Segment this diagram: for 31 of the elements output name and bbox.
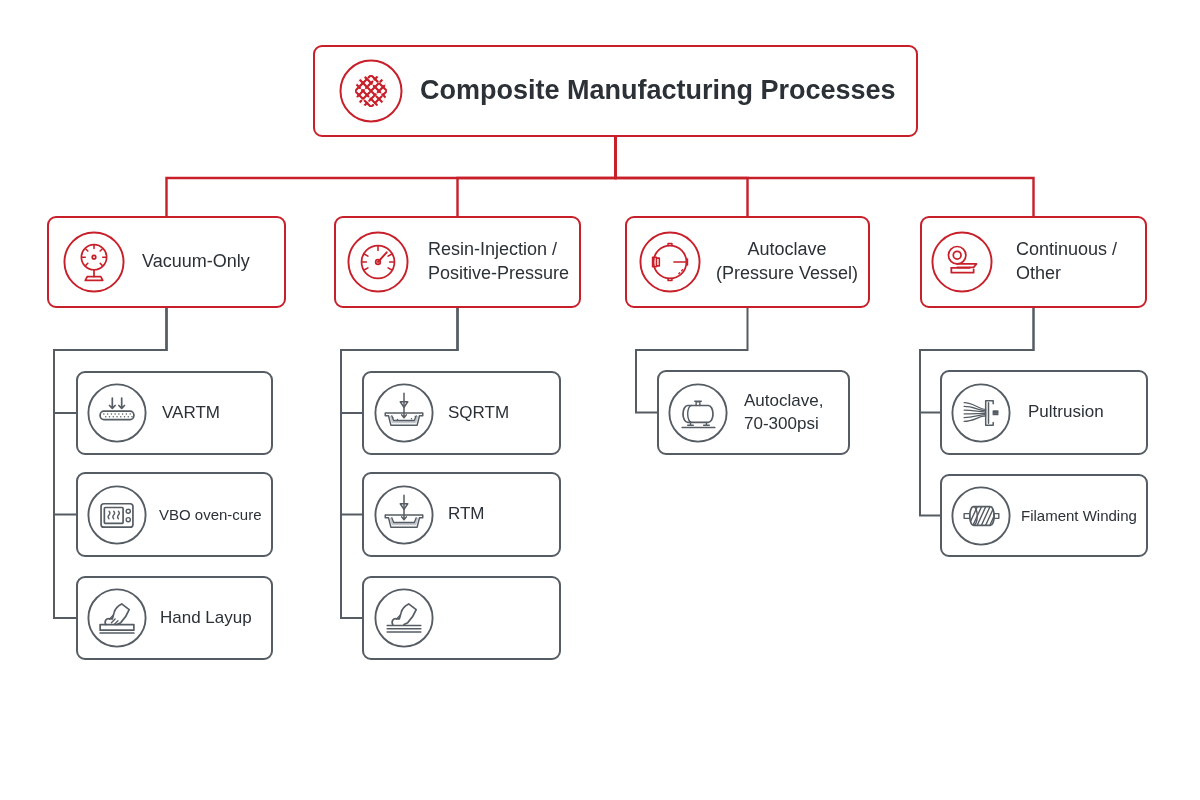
connector-line [919,307,1035,517]
process-box [76,576,273,660]
connector-line [635,307,749,414]
process-label: Filament Winding [1021,505,1138,526]
connector-line [340,307,459,619]
process-label: Pultrusion [1028,401,1105,424]
heading-text: Composite Manufacturing Processes [420,74,897,108]
title-box [313,45,918,137]
process-label: VARTM [162,401,221,424]
process-label: VBO oven-cure [159,504,263,525]
category-label: Autoclave (Pressure Vessel) [714,238,860,285]
category-box [625,216,870,308]
category-label: Vacuum-Only [142,250,251,274]
process-box [362,472,561,557]
process-label: SQRTM [448,401,511,424]
process-label: Hand Layup [160,606,253,629]
category-box [47,216,286,308]
process-label: RTM [448,503,486,526]
process-box [657,370,850,455]
process-box [76,472,273,557]
connector-line [53,307,168,619]
process-box [362,576,561,660]
category-label: Resin-Injection / Positive-Pressure [428,238,571,285]
category-box [334,216,581,308]
process-box [76,371,273,455]
process-box [940,370,1148,455]
category-label: Continuous / Other [1016,238,1119,285]
process-box [940,474,1148,557]
category-box [920,216,1147,308]
process-box [362,371,561,455]
process-label: Autoclave, 70-300psi [744,390,825,435]
